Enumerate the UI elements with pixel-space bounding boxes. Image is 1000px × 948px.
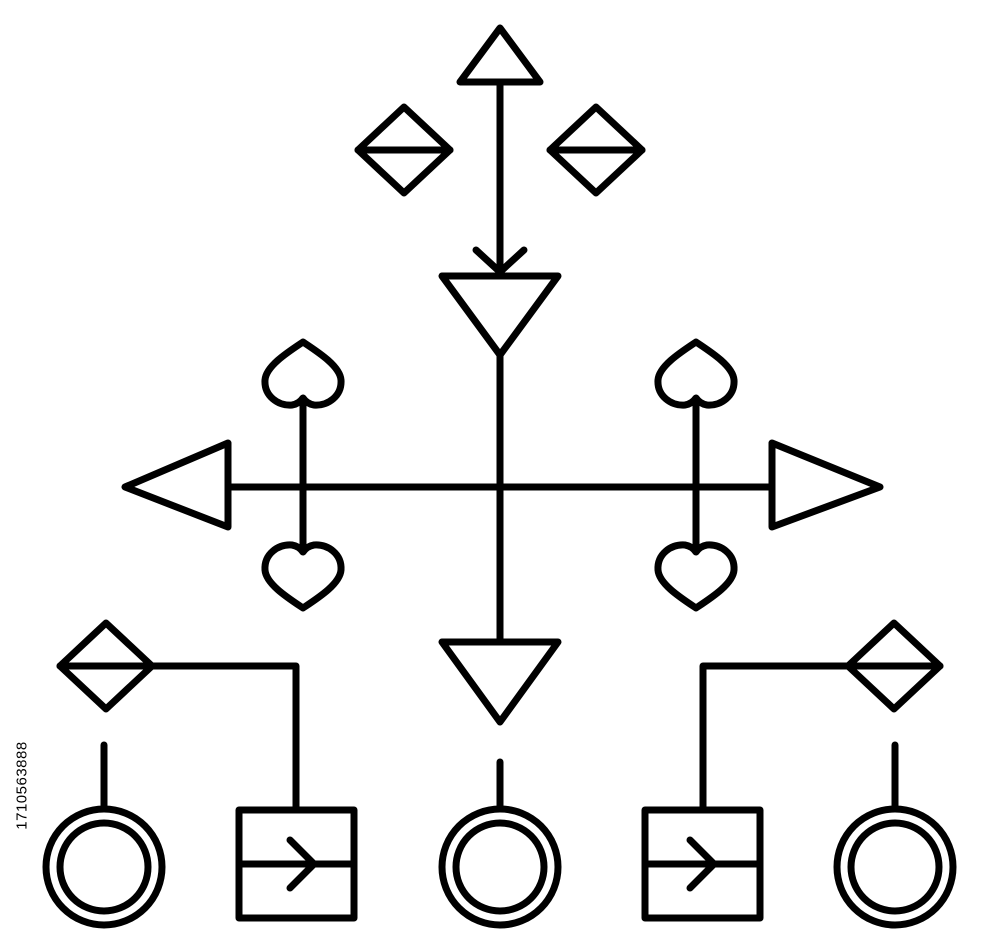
right-heart-stem [654, 338, 738, 612]
left-triangle-icon [121, 439, 232, 531]
heart-inverted-right-icon [654, 338, 738, 409]
diamond-bottom-left [56, 619, 156, 713]
diamond-bottom-right [844, 619, 944, 713]
square-arrow-right [641, 806, 764, 922]
double-circle-center [438, 758, 562, 929]
stock-id-label: 1710563888 [4, 700, 40, 870]
bottom-triangle-down-icon [438, 638, 562, 726]
top-arrow-head-icon [472, 246, 528, 276]
arrow-right-icon [686, 836, 718, 892]
arrow-right-icon [286, 836, 318, 892]
heart-inverted-left-icon [261, 338, 345, 409]
right-triangle-icon [768, 439, 884, 531]
right-elbow-connector [699, 662, 852, 814]
heart-right-icon [654, 541, 738, 612]
top-triangle-up-icon [456, 24, 544, 86]
left-heart-stem [261, 338, 345, 612]
center-triangle-down-icon [438, 272, 562, 359]
double-circle-left [42, 741, 166, 929]
stock-id-text: 1710563888 [13, 740, 31, 830]
left-elbow-connector [148, 662, 300, 814]
square-arrow-left [235, 806, 358, 922]
diamond-top-right [546, 103, 646, 197]
top-arrow [456, 24, 544, 276]
double-circle-right [833, 741, 957, 929]
heart-left-icon [261, 541, 345, 612]
diamond-top-left [354, 103, 454, 197]
